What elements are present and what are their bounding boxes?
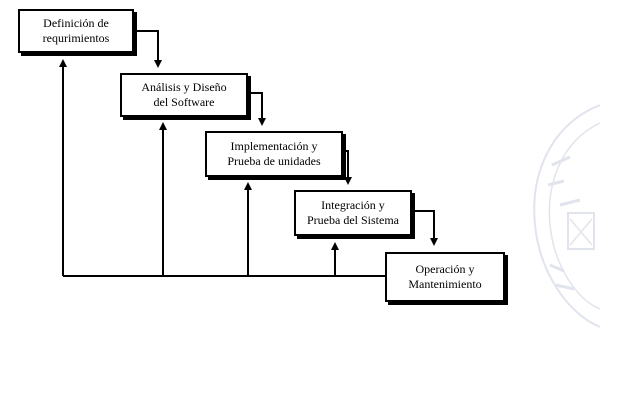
- phase-label-line2: del Software: [153, 95, 215, 109]
- forward-arrow-4: [412, 210, 438, 246]
- forward-arrow-2: [248, 92, 266, 126]
- phase-label-line2: Prueba de unidades: [227, 154, 321, 168]
- phase-label-line1: Integración y: [321, 198, 385, 212]
- phase-label-line2: Prueba del Sistema: [307, 213, 399, 227]
- seal-watermark: [533, 104, 600, 328]
- phase-label-line1: Análisis y Diseño: [141, 80, 227, 94]
- forward-arrow-1: [134, 30, 162, 68]
- forward-arrow-3: [343, 150, 352, 185]
- phase-box-operation: Operación y Mantenimiento: [385, 252, 505, 302]
- phase-label-line1: Definición de: [43, 16, 109, 30]
- phase-box-analysis-design: Análisis y Diseño del Software: [120, 73, 248, 117]
- phase-box-requirements: Definición de requrimientos: [18, 9, 134, 53]
- phase-label-line2: Mantenimiento: [408, 277, 482, 291]
- phase-label-line2: requrimientos: [42, 31, 110, 45]
- phase-box-integration: Integración y Prueba del Sistema: [294, 190, 412, 236]
- phase-box-implementation: Implementación y Prueba de unidades: [205, 131, 343, 177]
- phase-label-line1: Operación y: [415, 262, 475, 276]
- phase-label-line1: Implementación y: [230, 139, 318, 153]
